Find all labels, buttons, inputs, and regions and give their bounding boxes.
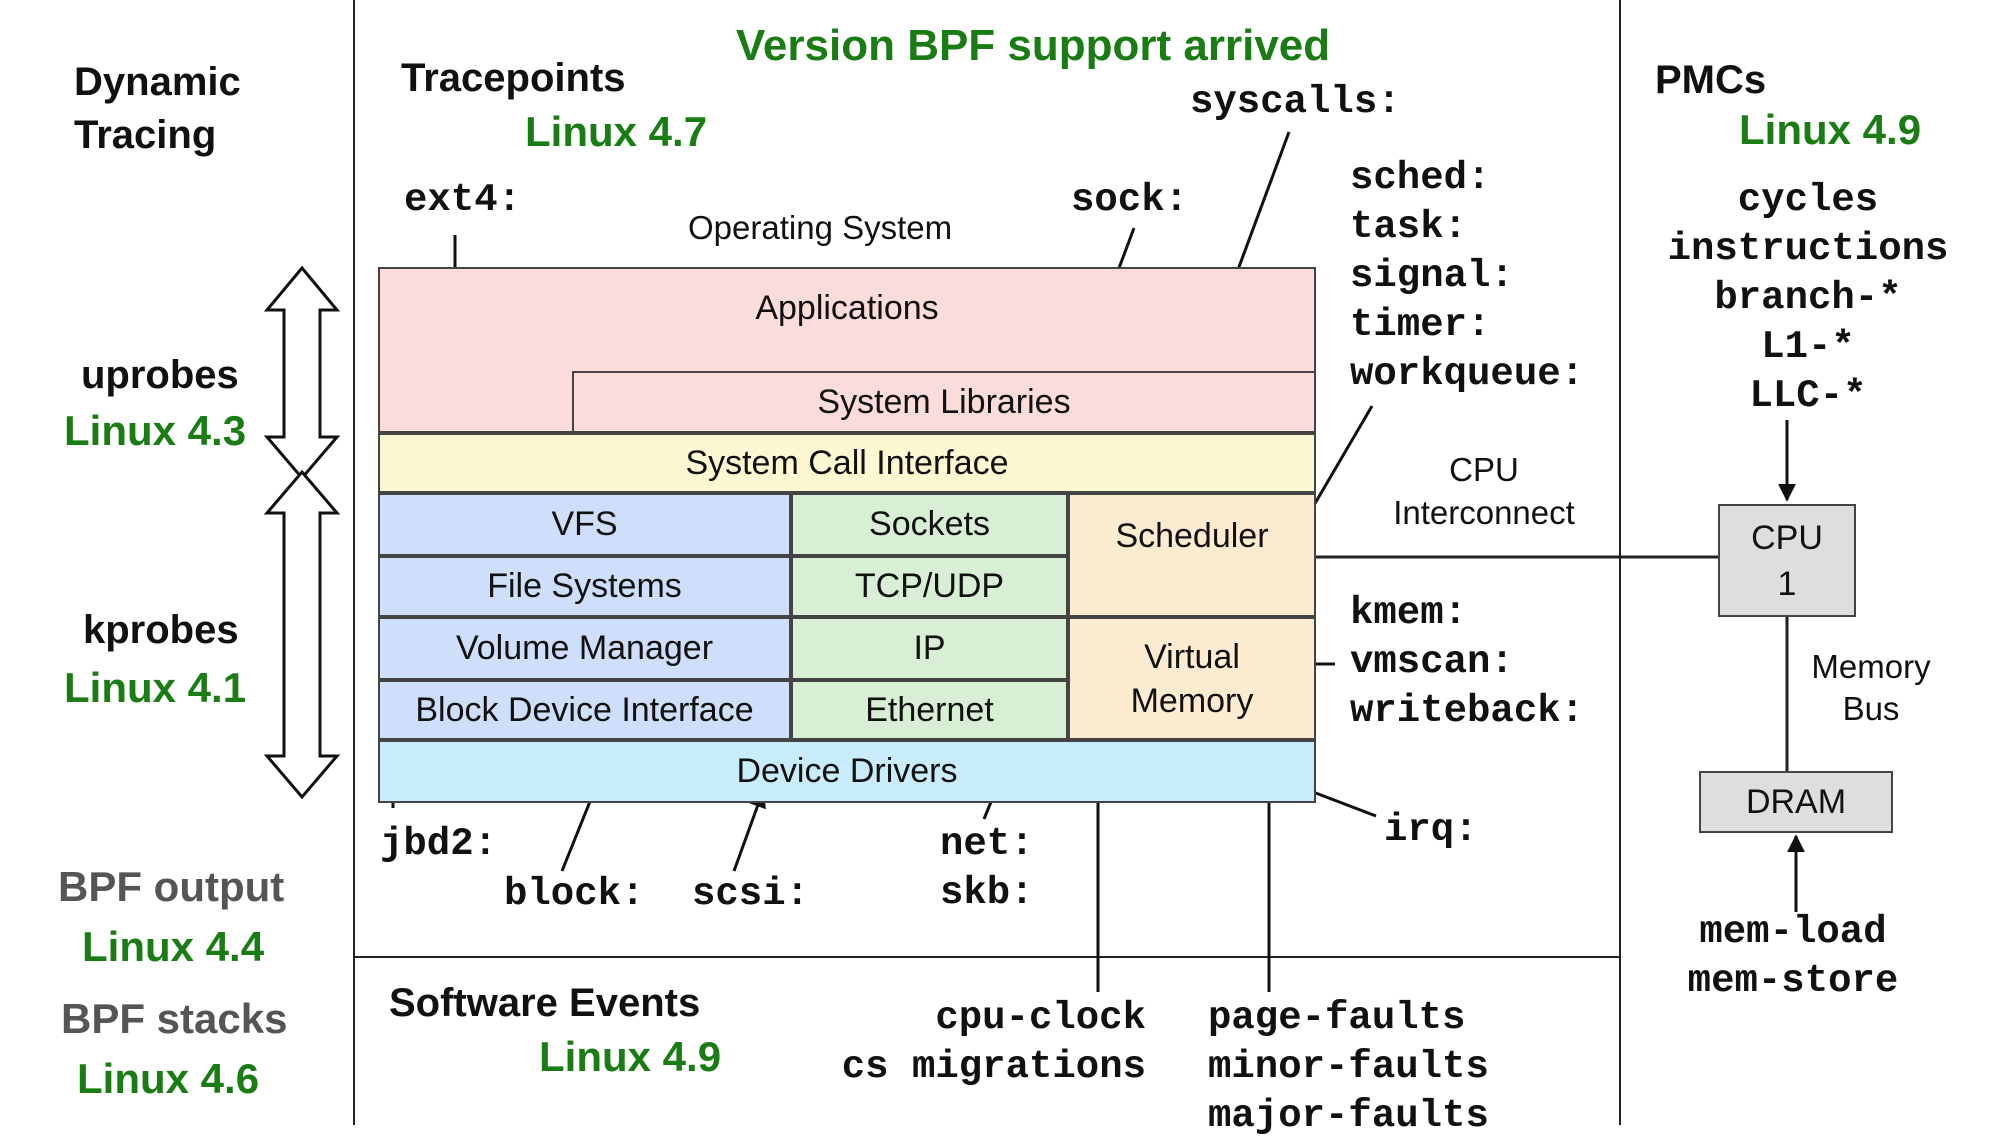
fault-event-list: page-faults minor-faults major-faults xyxy=(1208,994,1489,1141)
tracepoint-item: kmem: xyxy=(1350,591,1468,635)
tracepoint-mem-group: kmem: vmscan: writeback: xyxy=(1350,589,1584,736)
tracepoint-ext4: ext4: xyxy=(404,178,522,222)
system-libraries-layer: System Libraries xyxy=(572,371,1316,433)
diagram-title: Version BPF support arrived xyxy=(736,21,1331,70)
tracepoint-block: block: xyxy=(504,872,645,916)
bpf-stacks-version: Linux 4.6 xyxy=(77,1055,260,1102)
ethernet-box: Ethernet xyxy=(791,680,1068,740)
syscall-interface-label: System Call Interface xyxy=(685,443,1009,482)
tracepoint-item: skb: xyxy=(940,871,1034,915)
bpf-stacks-label: BPF stacks xyxy=(61,995,288,1042)
tracepoints-heading: Tracepoints xyxy=(401,56,626,100)
tracepoint-item: net: xyxy=(940,822,1034,866)
mem-event-list: mem-load mem-store xyxy=(1658,908,1928,1006)
vfs-label: VFS xyxy=(551,505,618,543)
software-event: major-faults xyxy=(1208,1094,1489,1138)
sockets-box: Sockets xyxy=(791,493,1068,556)
cpu-label: CPU xyxy=(1751,518,1823,557)
virtual-memory-label-line2: Memory xyxy=(1130,681,1254,720)
bpf-output-version: Linux 4.4 xyxy=(82,923,265,970)
ip-label: IP xyxy=(913,629,946,667)
volume-manager-box: Volume Manager xyxy=(378,617,791,680)
cpu-interconnect-line1: CPU xyxy=(1449,451,1519,488)
applications-label: Applications xyxy=(755,289,939,327)
tracepoints-version: Linux 4.7 xyxy=(525,108,708,155)
ethernet-label: Ethernet xyxy=(865,690,994,729)
software-event: minor-faults xyxy=(1208,1045,1489,1089)
scheduler-label: Scheduler xyxy=(1115,517,1269,555)
tracepoint-sched-group: sched: task: signal: timer: workqueue: xyxy=(1350,154,1584,399)
bpf-output-label: BPF output xyxy=(58,863,285,910)
uprobes-version: Linux 4.3 xyxy=(64,407,247,454)
mem-event: mem-load xyxy=(1699,910,1887,954)
kprobes-label: kprobes xyxy=(83,608,239,652)
tracepoint-item: sched: xyxy=(1350,156,1491,200)
device-drivers-layer: Device Drivers xyxy=(378,740,1316,803)
tracepoint-irq: irq: xyxy=(1384,808,1478,852)
tracepoint-item: task: xyxy=(1350,205,1468,249)
tracepoint-scsi: scsi: xyxy=(692,872,810,916)
cpu-box: CPU 1 xyxy=(1718,504,1856,617)
operating-system-label: Operating System xyxy=(688,209,953,246)
dram-box: DRAM xyxy=(1699,771,1893,833)
cpu-interconnect-label: CPU Interconnect xyxy=(1384,448,1584,534)
pmcs-version: Linux 4.9 xyxy=(1739,106,1922,153)
tcp-udp-label: TCP/UDP xyxy=(854,567,1005,605)
scheduler-box: Scheduler xyxy=(1068,493,1316,617)
pmc-event: cycles xyxy=(1737,178,1879,222)
cpu-interconnect-line2: Interconnect xyxy=(1393,494,1575,531)
sockets-label: Sockets xyxy=(869,505,990,543)
software-event: cpu-clock xyxy=(935,996,1146,1040)
dynamic-tracing-line2: Tracing xyxy=(74,113,217,157)
software-event: page-faults xyxy=(1208,996,1466,1040)
tracepoint-item: vmscan: xyxy=(1350,640,1514,684)
dynamic-tracing-heading: Dynamic Tracing xyxy=(74,56,241,162)
pmcs-heading: PMCs xyxy=(1655,58,1767,102)
software-events-heading: Software Events xyxy=(389,981,701,1025)
tracepoint-syscalls: syscalls: xyxy=(1190,80,1401,124)
software-event: cs migrations xyxy=(841,1045,1146,1089)
mem-event: mem-store xyxy=(1687,959,1899,1003)
virtual-memory-label-line1: Virtual xyxy=(1144,637,1240,676)
uprobes-double-arrow-icon xyxy=(263,265,341,481)
vfs-box: VFS xyxy=(378,493,791,556)
file-systems-box: File Systems xyxy=(378,556,791,617)
volume-manager-label: Volume Manager xyxy=(455,629,714,667)
file-systems-label: File Systems xyxy=(487,567,682,605)
cpu-event-list: cpu-clock cs migrations xyxy=(790,994,1146,1092)
tracepoint-item: signal: xyxy=(1350,254,1514,298)
tracepoint-item: writeback: xyxy=(1350,689,1585,733)
block-device-interface-box: Block Device Interface xyxy=(378,680,791,740)
tracepoint-item: timer: xyxy=(1350,303,1491,347)
pmc-event: instructions xyxy=(1667,227,1949,271)
syscall-interface-layer: System Call Interface xyxy=(378,433,1316,493)
pmc-event: LLC-* xyxy=(1749,374,1867,418)
dynamic-tracing-line1: Dynamic xyxy=(74,60,241,104)
memory-bus-label: Memory Bus xyxy=(1806,646,1936,730)
uprobes-label: uprobes xyxy=(81,353,239,397)
kprobes-double-arrow-icon xyxy=(263,469,341,800)
dram-label: DRAM xyxy=(1745,782,1847,821)
virtual-memory-box: Virtual Memory xyxy=(1068,617,1316,740)
ip-box: IP xyxy=(791,617,1068,680)
block-device-interface-label: Block Device Interface xyxy=(415,690,754,729)
tcp-udp-box: TCP/UDP xyxy=(791,556,1068,617)
device-drivers-label: Device Drivers xyxy=(736,752,958,790)
cpu-number: 1 xyxy=(1777,564,1797,603)
tracepoint-jbd2: jbd2: xyxy=(380,822,498,866)
memory-bus-line1: Memory xyxy=(1811,648,1931,685)
pmc-event: branch-* xyxy=(1714,276,1902,320)
tracepoint-net-skb: net: skb: xyxy=(940,820,1034,918)
tracepoint-sock: sock: xyxy=(1071,178,1189,222)
pmc-event: L1-* xyxy=(1761,325,1855,369)
tracepoint-item: workqueue: xyxy=(1350,352,1585,396)
system-libraries-label: System Libraries xyxy=(817,382,1071,421)
memory-bus-line2: Bus xyxy=(1842,690,1900,727)
arrow-scsi xyxy=(732,789,766,872)
kprobes-version: Linux 4.1 xyxy=(64,664,247,711)
software-events-version: Linux 4.9 xyxy=(539,1033,722,1080)
pmc-event-list: cycles instructions branch-* L1-* LLC-* xyxy=(1648,176,1968,421)
